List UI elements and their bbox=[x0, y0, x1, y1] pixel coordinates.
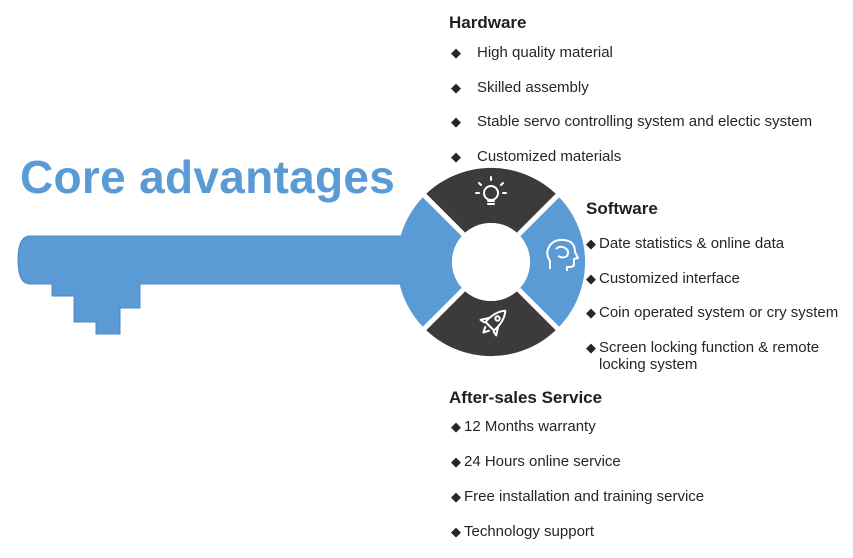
diamond-bullet-icon: ◆ bbox=[451, 524, 461, 539]
list-item: ◆Date statistics & online data bbox=[586, 235, 785, 252]
software-title: Software bbox=[586, 199, 658, 218]
list-item: ◆High quality material bbox=[451, 44, 613, 61]
software-list: ◆Date statistics & online data ◆Customiz… bbox=[586, 235, 849, 374]
brain-head-icon bbox=[546, 238, 579, 271]
service-list: ◆12 Months warranty ◆24 Hours online ser… bbox=[451, 418, 704, 558]
segment-key-joint bbox=[396, 195, 464, 329]
diamond-bullet-icon: ◆ bbox=[451, 79, 461, 95]
diamond-bullet-icon: ◆ bbox=[451, 149, 461, 165]
diamond-bullet-icon: ◆ bbox=[586, 340, 596, 356]
list-item: ◆Customized interface bbox=[586, 269, 740, 287]
list-item: ◆Coin operated system or cry system bbox=[586, 304, 839, 322]
list-item: ◆12 Months warranty bbox=[451, 418, 596, 435]
hardware-list: ◆High quality material ◆Skilled assembly… bbox=[451, 44, 812, 183]
rocket-icon bbox=[479, 309, 507, 337]
diamond-bullet-icon: ◆ bbox=[451, 454, 461, 469]
diamond-bullet-icon: ◆ bbox=[586, 305, 596, 321]
lightbulb-icon bbox=[475, 176, 507, 205]
list-item: ◆Technology support bbox=[451, 523, 595, 540]
segment-software bbox=[518, 195, 586, 329]
service-title: After-sales Service bbox=[449, 388, 603, 407]
segment-service bbox=[424, 289, 558, 357]
diamond-bullet-icon: ◆ bbox=[451, 114, 461, 130]
diamond-bullet-icon: ◆ bbox=[586, 236, 596, 251]
diamond-bullet-icon: ◆ bbox=[451, 489, 461, 504]
list-item: ◆Customized materials bbox=[451, 148, 622, 166]
diamond-bullet-icon: ◆ bbox=[451, 45, 461, 60]
list-item: ◆Skilled assembly bbox=[451, 78, 589, 96]
headline: Core advantages bbox=[20, 151, 396, 203]
diamond-bullet-icon: ◆ bbox=[451, 419, 461, 434]
key-shaft bbox=[17, 235, 421, 335]
hardware-title: Hardware bbox=[449, 13, 527, 32]
list-item: ◆Stable servo controlling system and ele… bbox=[451, 113, 813, 131]
list-item: ◆Screen locking function & remote lockin… bbox=[586, 339, 820, 374]
list-item: ◆24 Hours online service bbox=[451, 453, 621, 470]
diamond-bullet-icon: ◆ bbox=[586, 270, 596, 286]
list-item: ◆Free installation and training service bbox=[451, 488, 705, 505]
